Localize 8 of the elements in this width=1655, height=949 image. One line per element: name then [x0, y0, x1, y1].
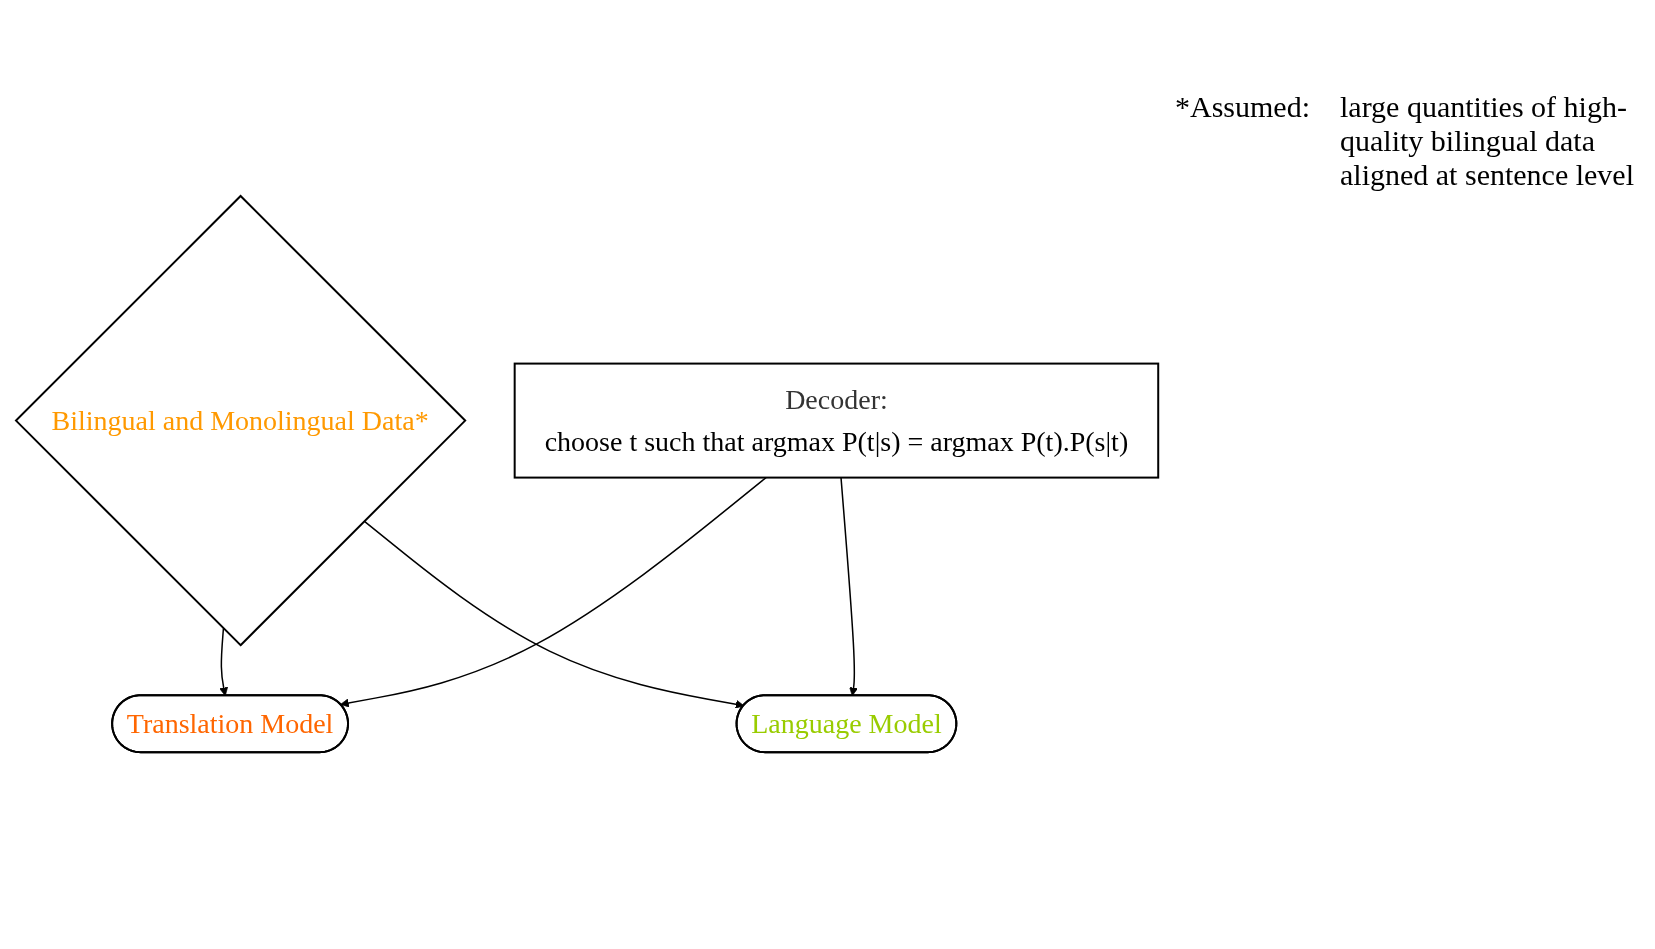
arrow — [340, 477, 768, 708]
arrow — [363, 520, 745, 709]
note-text: large quantities of high-quality bilingual data aligned at sentence level — [1340, 90, 1636, 192]
node-box: Decoder: choose t such that argmax P(t|s) = argmax P(t).P(s|t) — [514, 363, 1160, 479]
note-text: *Assumed: — [1175, 90, 1310, 124]
node-diamond: Bilingual and Monolingual Data* — [14, 195, 467, 647]
arrow — [840, 477, 859, 697]
arrow — [219, 628, 229, 697]
